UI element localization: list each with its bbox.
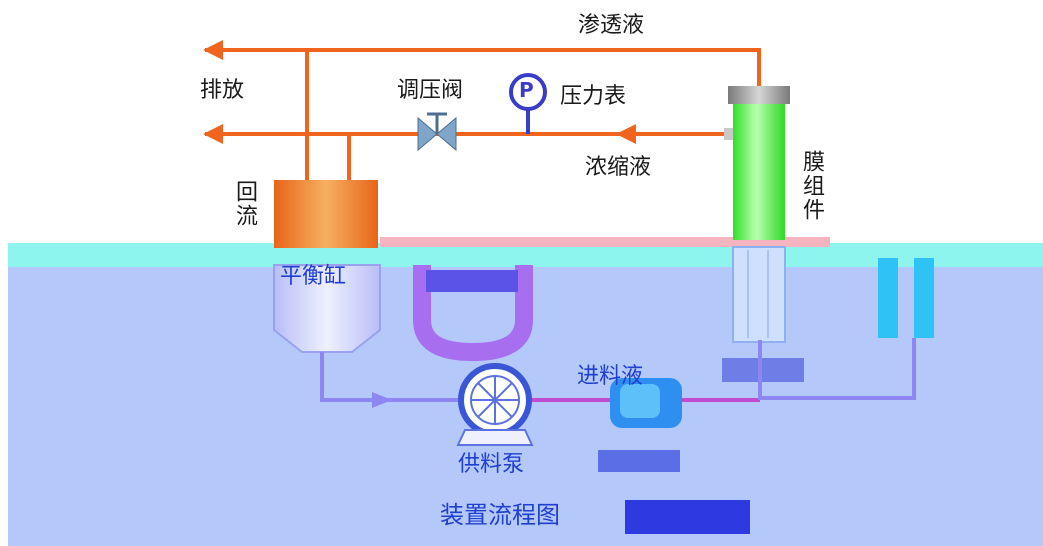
membrane-lower	[732, 246, 786, 343]
membrane-cap	[728, 86, 790, 104]
membrane-port	[724, 128, 734, 140]
cyan-column-2	[914, 258, 934, 338]
feed-pipe-left	[320, 352, 462, 402]
balance-tank-icon	[273, 264, 381, 353]
membrane-base	[722, 358, 804, 382]
feed-pump-label: 供料泵	[458, 452, 525, 477]
reflux-tank-icon	[274, 180, 378, 248]
balance-tank-label: 平衡缸	[280, 264, 347, 289]
device-flowchart-label: 装置流程图	[440, 501, 560, 529]
feed-small-valve	[372, 392, 392, 408]
pressure-valve-label: 调压阀	[397, 78, 464, 103]
feed-liquid-label: 进料液	[577, 364, 644, 389]
cyan-column-1	[878, 258, 898, 338]
bottom-block	[625, 500, 750, 534]
pressure-gauge-icon	[509, 73, 547, 111]
feed-tank-icon	[598, 378, 682, 472]
reflux-label: 回流	[232, 180, 257, 228]
right-return-pipe	[760, 338, 916, 400]
permeate-line	[203, 40, 761, 88]
permeate-label: 渗透液	[578, 13, 645, 38]
valve-icon	[417, 112, 457, 152]
purple-u-tube	[413, 265, 533, 362]
concentrate-label: 浓缩液	[585, 155, 652, 180]
gauge-symbol: P	[519, 78, 534, 102]
discharge-label: 排放	[200, 78, 245, 103]
purple-block	[426, 270, 518, 292]
feed-pump-icon	[456, 363, 534, 446]
pink-band	[380, 237, 830, 247]
pressure-gauge-label: 压力表	[560, 84, 627, 109]
membrane-module-label: 膜组件	[799, 150, 824, 222]
membrane-module-icon	[733, 102, 785, 240]
